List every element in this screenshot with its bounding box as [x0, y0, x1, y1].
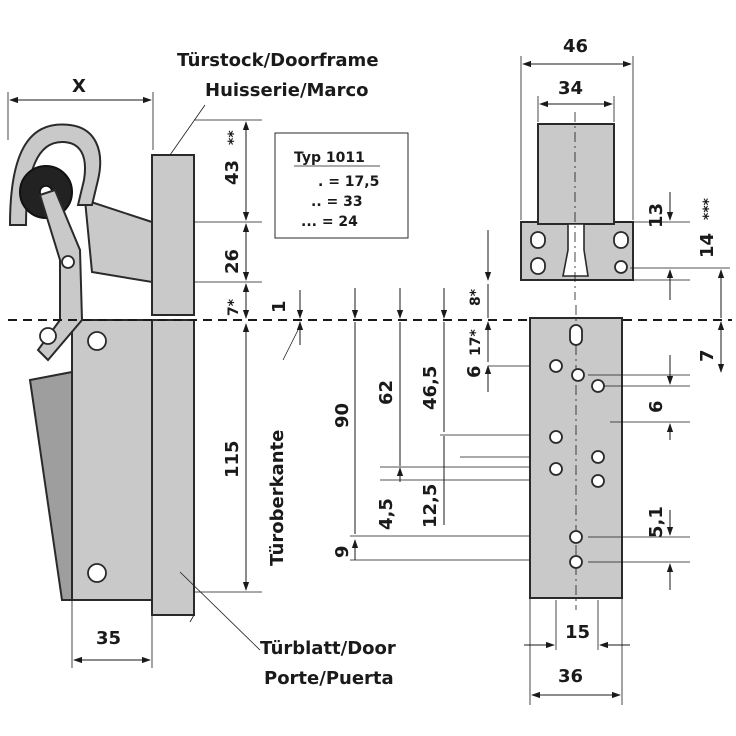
dim-13-label: 13	[646, 203, 667, 228]
dim-62-label: 62	[376, 380, 397, 405]
dimension-1: 1	[269, 290, 304, 345]
type-title: Typ 1011	[294, 150, 365, 166]
dim-43-label: 43	[222, 160, 243, 185]
side-view	[8, 123, 195, 623]
dimension-top-height: 13 14 ***	[614, 192, 730, 318]
top-bracket-body	[537, 123, 615, 225]
plate-hole	[569, 530, 583, 544]
lower-arm	[28, 370, 73, 601]
plate-hole	[549, 462, 563, 476]
hook-arm	[8, 123, 102, 226]
type-row-3: ... = 24	[301, 214, 358, 230]
dimension-x: X	[7, 76, 154, 150]
dim-26-label: 26	[222, 249, 243, 274]
dimension-plate-bottom: 15 36	[524, 598, 630, 705]
lever-arm	[36, 188, 84, 362]
plate-hole	[571, 368, 585, 382]
dim-6b-label: 6	[646, 400, 667, 413]
door-edge-label: Türoberkante	[267, 430, 288, 566]
dim-14-mark: ***	[701, 197, 717, 220]
dimension-top-width: 46 34	[520, 36, 634, 220]
mounting-hole	[87, 331, 107, 351]
doorframe-label-2: Huisserie/Marco	[205, 80, 369, 101]
plate-hole	[591, 379, 605, 393]
dimension-stack-left: 43 ** 26 7*	[194, 119, 262, 319]
dim-35-label: 35	[96, 628, 121, 649]
dim-17-label: 17*	[468, 329, 484, 356]
top-view	[520, 112, 634, 300]
door-label: Türblatt/Door	[260, 638, 396, 659]
dim-14-label: 14	[697, 233, 718, 258]
dim-34-label: 34	[558, 78, 583, 99]
plate-hole	[549, 359, 563, 373]
plate-hole	[569, 555, 583, 569]
dim-x-label: X	[72, 76, 86, 97]
dim-12-5-label: 12,5	[420, 484, 441, 528]
dim-4-5-label: 4,5	[376, 498, 397, 530]
dim-7-label: 7*	[226, 298, 242, 316]
type-table: Typ 1011 . = 17,5 .. = 33 ... = 24	[274, 132, 409, 239]
mounting-hole	[87, 563, 107, 583]
plate-hole	[549, 430, 563, 444]
dim-9-label: 9	[332, 545, 353, 558]
dim-46-label: 46	[563, 36, 588, 57]
dimension-115: 115	[194, 323, 262, 593]
dimension-stack-middle: 90 9 62 4,5 46,5 12,5 8* 17* 6	[332, 230, 600, 561]
door-label-2: Porte/Puerta	[264, 668, 394, 689]
dimension-plate-right: 7 6 5,1	[588, 321, 725, 590]
dim-43-mark: **	[226, 130, 242, 145]
plate-hole	[591, 450, 605, 464]
dim-5-1-label: 5,1	[646, 506, 667, 538]
closer-body	[71, 319, 153, 601]
dim-15-label: 15	[565, 622, 590, 643]
upper-arm	[83, 198, 153, 284]
dim-7b-label: 7	[697, 349, 718, 362]
door-leaf-part	[151, 319, 195, 616]
dim-90-label: 90	[332, 403, 353, 428]
dim-8-label: 8*	[468, 288, 484, 306]
plate-slot	[569, 324, 583, 346]
dim-1-label: 1	[269, 300, 290, 313]
dim-6-label: 6	[464, 365, 485, 378]
type-row-2: .. = 33	[311, 194, 363, 210]
dim-46-5-label: 46,5	[420, 366, 441, 410]
type-row-1: . = 17,5	[318, 174, 379, 190]
mounting-plate	[529, 305, 623, 610]
plate-hole	[591, 474, 605, 488]
dim-36-label: 36	[558, 666, 583, 687]
dimension-35: 35	[71, 600, 153, 668]
doorframe-part	[151, 154, 195, 316]
doorframe-label: Türstock/Doorframe	[177, 50, 379, 71]
dim-115-label: 115	[222, 440, 243, 478]
